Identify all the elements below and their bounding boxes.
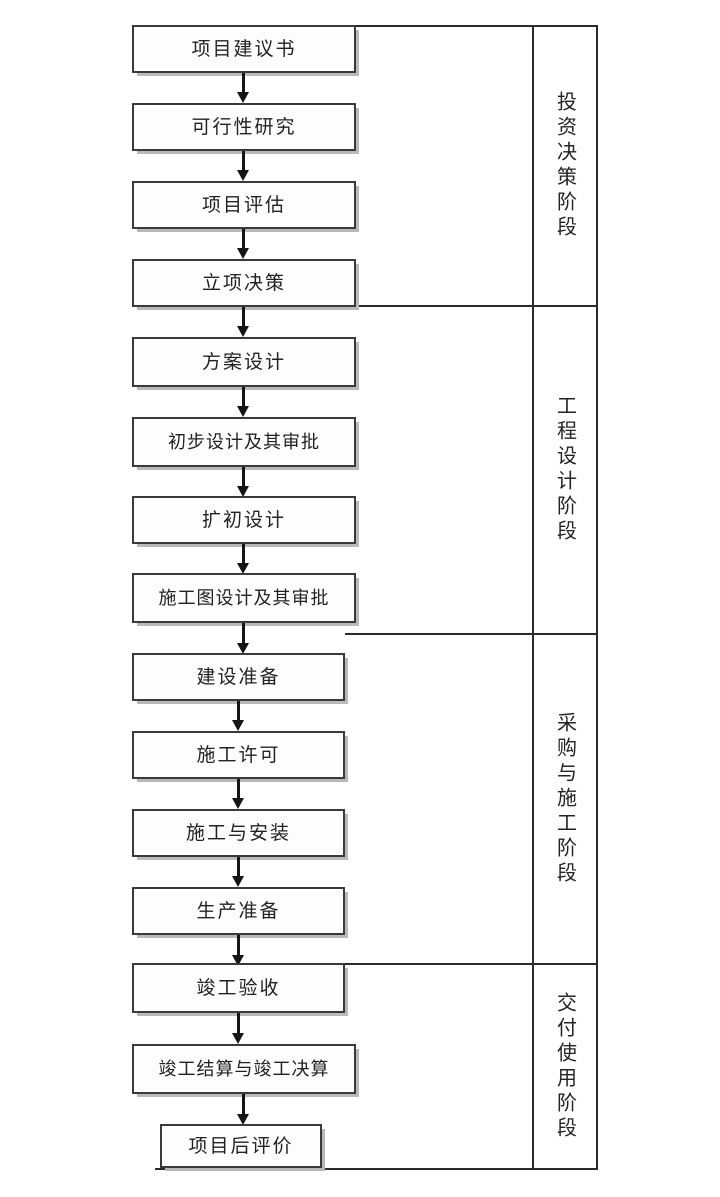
frame-bottom-border: [155, 1168, 598, 1170]
frame-right-border: [596, 25, 598, 1170]
process-box-construction-permit[interactable]: 施工许可: [132, 731, 345, 779]
process-box-feasibility-study[interactable]: 可行性研究: [132, 103, 356, 151]
process-box-project-establishment-decision[interactable]: 立项决策: [132, 259, 356, 307]
phase-divider-2-3: [345, 633, 598, 635]
process-box-project-proposal[interactable]: 项目建议书: [132, 25, 356, 73]
phase-label-delivery-use: 交付使用阶段: [553, 991, 576, 1142]
frame-top-border: [356, 25, 598, 27]
phase-label-investment-decision: 投资决策阶段: [553, 91, 576, 241]
process-box-post-project-evaluation[interactable]: 项目后评价: [160, 1124, 322, 1168]
phase-divider-1-2: [356, 305, 598, 307]
process-box-extended-preliminary-design[interactable]: 扩初设计: [132, 496, 356, 544]
process-box-completion-settlement-and-final-account[interactable]: 竣工结算与竣工决算: [132, 1044, 356, 1094]
phase-divider-3-4: [345, 963, 598, 965]
process-box-scheme-design[interactable]: 方案设计: [132, 337, 356, 387]
process-box-construction-and-installation[interactable]: 施工与安装: [132, 809, 345, 857]
process-box-production-preparation[interactable]: 生产准备: [132, 887, 345, 935]
process-box-project-appraisal[interactable]: 项目评估: [132, 181, 356, 229]
process-box-construction-drawing-design-approval[interactable]: 施工图设计及其审批: [132, 573, 356, 623]
phase-label-engineering-design: 工程设计阶段: [553, 395, 576, 545]
process-box-construction-preparation[interactable]: 建设准备: [132, 653, 345, 701]
process-box-preliminary-design-approval[interactable]: 初步设计及其审批: [132, 417, 356, 467]
process-box-completion-acceptance[interactable]: 竣工验收: [132, 963, 345, 1013]
phase-column-divider: [532, 25, 534, 1170]
phase-label-procurement-construction: 采购与施工阶段: [553, 711, 576, 887]
